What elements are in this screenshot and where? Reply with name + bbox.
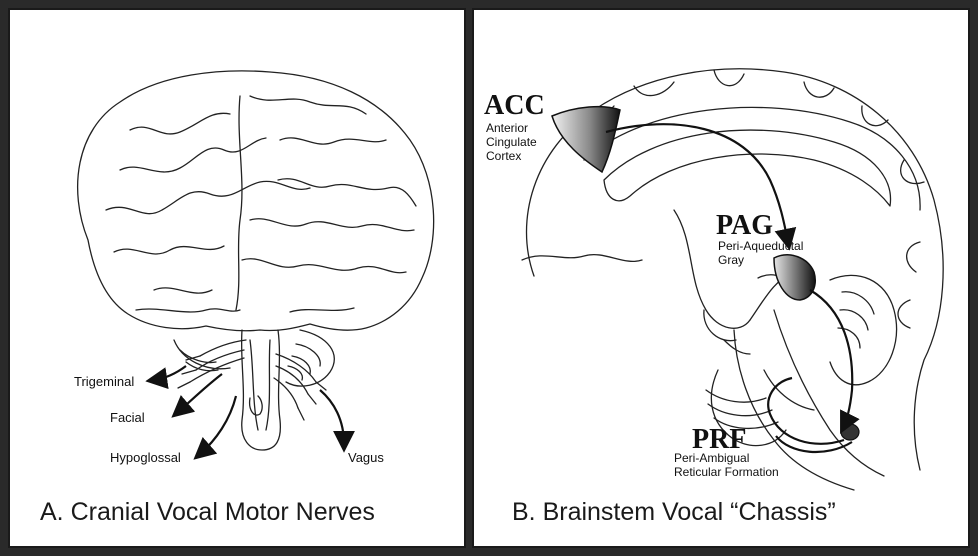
facial-label: Facial (110, 410, 145, 425)
acc-line2: Cingulate (486, 135, 537, 149)
panel-a-caption: A. Cranial Vocal Motor Nerves (40, 498, 375, 527)
prf-line1: Peri-Ambigual (674, 451, 749, 465)
hypoglossal-label: Hypoglossal (110, 450, 181, 465)
vagus-label: Vagus (348, 450, 384, 465)
acc-line1: Anterior (486, 121, 528, 135)
brain-frontal-illustration: Trigeminal Facial Hypoglossal Vagus (10, 10, 464, 546)
trigeminal-arrow (154, 366, 186, 380)
pag-region (774, 255, 815, 300)
brainstem (242, 330, 281, 450)
hypoglossal-arrow (200, 396, 236, 454)
panel-brainstem-chassis: ACC Anterior Cingulate Cortex PAG Peri-A… (472, 8, 970, 548)
prf-region (841, 424, 859, 440)
brain-outline (78, 71, 434, 331)
acc-abbr: ACC (484, 90, 545, 121)
pag-abbr: PAG (716, 210, 773, 241)
panel-cranial-nerves: Trigeminal Facial Hypoglossal Vagus A. C… (8, 8, 466, 548)
acc-region (552, 107, 620, 172)
vagus-arrow (320, 390, 344, 444)
pag-line1: Peri-Aqueductal (718, 239, 803, 253)
facial-arrow (178, 374, 222, 412)
trigeminal-label: Trigeminal (74, 374, 134, 389)
panel-b-caption: B. Brainstem Vocal “Chassis” (512, 498, 836, 527)
pag-line2: Gray (718, 253, 744, 267)
sagittal-cerebellum (830, 275, 896, 384)
acc-line3: Cortex (486, 149, 521, 163)
prf-line2: Reticular Formation (674, 465, 779, 479)
corpus-callosum (604, 130, 891, 206)
brain-sagittal-illustration: ACC Anterior Cingulate Cortex PAG Peri-A… (474, 10, 968, 546)
